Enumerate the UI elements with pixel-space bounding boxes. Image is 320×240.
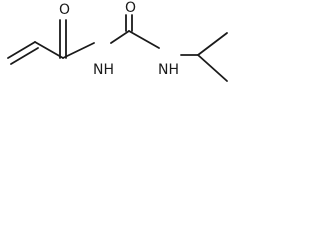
bond-isopropyl-methyl-down bbox=[197, 54, 228, 82]
bond-urea-c-amine-n bbox=[128, 30, 160, 49]
bond-acyl-carbonyl-double bbox=[59, 19, 67, 59]
atom-label-amine-nitrogen: NH bbox=[158, 62, 179, 78]
bond-urea-carbonyl-double bbox=[125, 14, 133, 32]
bond-vinyl-acyl bbox=[34, 41, 64, 59]
atom-label-imide-nitrogen: NH bbox=[93, 62, 114, 78]
chemical-structure-diagram: O NH O NH bbox=[7, 0, 228, 82]
bond-isopropyl-methyl-up bbox=[197, 32, 228, 56]
bond-acyl-imide-n bbox=[62, 42, 95, 59]
bond-vinyl-double bbox=[7, 41, 39, 65]
atom-label-urea-oxygen: O bbox=[125, 0, 136, 16]
bond-imide-n-urea-c bbox=[110, 30, 130, 44]
atom-label-acyl-oxygen: O bbox=[59, 2, 70, 18]
